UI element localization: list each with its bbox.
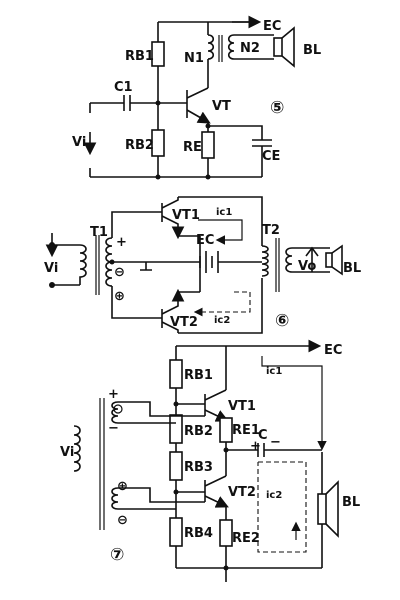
circuit-5-vi-label: Vi [72,135,86,150]
circuit-7-vt2-transistor [204,475,229,508]
circuit-5-vt-transistor [186,87,211,124]
circuit-7-minus-circ: ⊖ [117,513,128,528]
circuit-7-rb3-label: RB3 [184,460,213,475]
circuit-6-push-pull-transformer: Vi T1 + ⊖ ⊕ EC VT1 [44,196,361,334]
circuit-7-c-minus: − [270,435,281,450]
circuit-7-re2-label: RE2 [232,531,260,546]
circuit-5-re-resistor [201,131,215,159]
circuit-6-ic1-label: ic1 [216,207,232,218]
circuit-5-rb2-label: RB2 [125,138,154,153]
circuit-5-c1-capacitor [123,95,131,111]
circuit-5-re-label: RE [183,140,202,155]
circuit-6-t1-label: T1 [90,225,108,240]
circuit-5-single-ended-amplifier: EC RB1 N1 N2 BL VT [72,15,321,180]
circuit-7-ec-label: EC [324,343,342,358]
circuit-7-rb1-resistor [169,359,183,389]
circuit-6-ec-battery [199,251,219,273]
circuit-6-vi-label: Vi [44,261,58,276]
circuit-7-rb3-resistor [169,451,183,481]
circuit-7-upper-secondary-coil [111,401,119,424]
circuit-7-vt1-label: VT1 [228,399,256,414]
circuit-5-rb1-label: RB1 [125,49,154,64]
circuit-7-re1-resistor [219,417,233,443]
circuit-6-vo-label: Vo [298,259,316,274]
circuit-7-rb2-label: RB2 [184,424,213,439]
circuit-7-ic1-label: ic1 [266,366,282,377]
circuit-5-speaker-icon [273,26,295,68]
circuit-5-number: ⑤ [270,98,284,118]
circuit-5-bl-label: BL [303,43,321,58]
circuit-7-c-label: C [258,428,268,443]
circuit-7-vt2-label: VT2 [228,485,256,500]
circuit-6-t2-primary-coil [261,245,269,277]
circuit-7-minus-top: − [108,421,119,436]
circuit-5-ce-label: CE [262,149,280,164]
circuit-7-c-plus: + [250,439,261,454]
circuit-6-vt1-transistor [161,197,185,240]
circuit-7-speaker-icon [317,480,339,538]
circuit-6-plus-circ: ⊕ [114,289,125,304]
circuit-6-vt1-label: VT1 [172,208,200,223]
circuit-7-plus-circ: ⊕ [117,479,128,494]
circuit-5-c1-label: C1 [114,80,133,95]
circuit-5-n2-label: N2 [240,41,260,56]
circuit-6-vt2-label: VT2 [170,315,198,330]
circuit-7-otl-push-pull: EC ic1 RB1 RB2 RB3 RB4 VT1 RE1 [60,339,360,582]
circuit-6-vt2-transistor [161,288,185,333]
circuit-7-bl-label: BL [342,495,360,510]
circuit-6-number: ⑥ [275,311,289,331]
circuit-7-plus-top: + [108,387,119,402]
circuit-6-bl-label: BL [343,261,361,276]
circuit-7-rb2-resistor [169,414,183,444]
circuit-7-vt1-transistor [204,389,229,422]
circuit-7-re2-resistor [219,519,233,547]
circuit-7-vi-label: Vi [60,445,74,460]
circuit-6-t1-primary-coil [79,244,87,285]
circuit-6-minus-circ: ⊖ [114,265,125,280]
circuit-7-re1-label: RE1 [232,423,260,438]
circuit-6-t2-label: T2 [262,223,280,238]
circuit-7-rb1-label: RB1 [184,368,213,383]
circuit-7-lower-secondary-coil [111,487,119,510]
circuit-5-n1-coil [207,34,215,60]
circuit-7-number: ⑦ [110,545,124,565]
circuit-5-vt-label: VT [212,99,231,114]
circuit-6-ic2-label: ic2 [214,315,230,326]
circuit-7-input-primary-coil [73,425,81,472]
circuit-5-ec-label: EC [263,19,281,34]
circuit-6-speaker-icon [325,244,343,276]
circuit-5-ce-capacitor [252,139,272,147]
circuit-7-ic2-label: ic2 [266,490,282,501]
circuit-5-n2-coil [227,34,235,60]
circuit-6-plus-top: + [116,235,127,250]
circuit-5-n1-label: N1 [184,51,204,66]
circuit-7-rb4-resistor [169,517,183,547]
circuit-7-rb4-label: RB4 [184,526,213,541]
circuit-6-t2-secondary-coil [285,247,293,273]
